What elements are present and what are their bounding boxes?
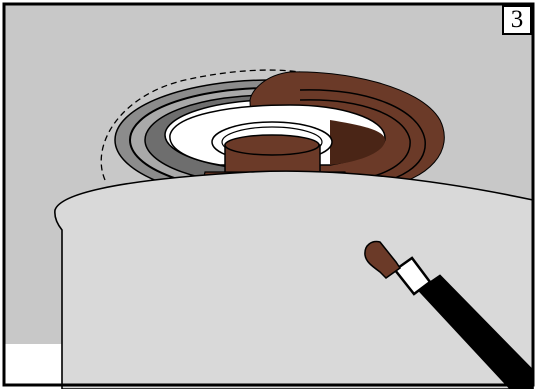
fixture-body — [55, 171, 533, 389]
step-number-badge: 3 — [502, 5, 532, 35]
floor-corner — [4, 344, 62, 385]
central-post-top — [225, 135, 319, 155]
